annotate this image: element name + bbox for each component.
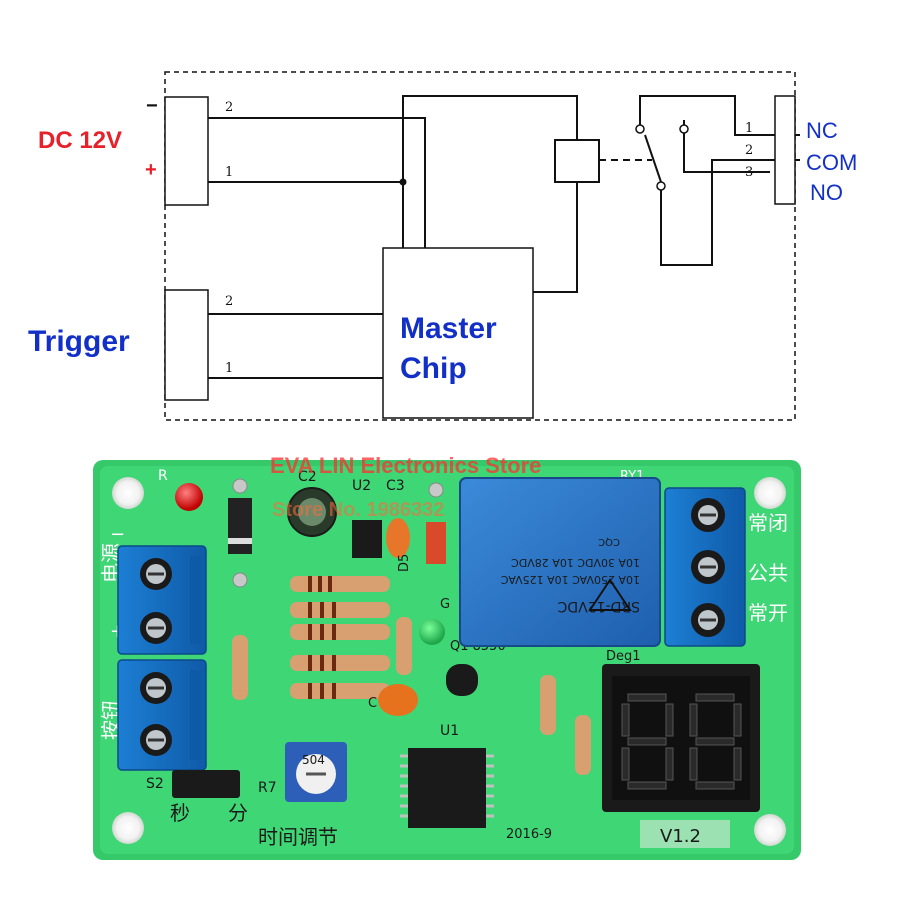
silk-nc: 常闭 — [748, 511, 788, 535]
label-nc: NC — [806, 118, 838, 143]
mount-hole-tl — [112, 477, 144, 509]
pcb-board: − 电源 + 按钮 R C2 U2 C3 — [93, 453, 801, 860]
schematic: − + DC 12V 2 1 Trigger 2 1 Master Chip — [28, 71, 857, 421]
power-connector — [164, 96, 209, 206]
relay-badge: CQC — [598, 536, 620, 547]
ic-u1 — [408, 748, 486, 828]
silk-com: 公共 — [748, 561, 788, 585]
watermark-line-1: EVA LIN Electronics Store — [270, 453, 541, 478]
silk-min: 分 — [228, 801, 248, 825]
mount-hole-bl — [112, 812, 144, 844]
trigger-pin-2: 2 — [225, 294, 233, 309]
mount-hole-tr — [754, 477, 786, 509]
trigger-connector — [164, 289, 209, 401]
silk-r: R — [158, 468, 168, 484]
master-chip-box — [382, 247, 534, 419]
out-pin-1: 1 — [745, 121, 753, 136]
silk-power-minus: − — [110, 524, 125, 545]
diode — [228, 498, 252, 554]
out-pin-3: 3 — [745, 165, 753, 180]
wire-no — [683, 133, 770, 173]
silk-version: V1.2 — [660, 826, 701, 847]
silk-g: G — [440, 597, 450, 612]
ic-u2 — [352, 520, 382, 558]
wire-coil-supply — [402, 95, 578, 182]
power-plus-sign: + — [145, 159, 157, 181]
relay-coil — [554, 139, 600, 183]
diode-d5 — [426, 522, 446, 564]
power-terminal-block — [117, 545, 207, 655]
wire-coil-return — [533, 182, 578, 293]
label-no: NO — [810, 180, 843, 205]
relay-rating-2: 10A 30VDC 10A 28VDC — [511, 556, 640, 569]
silk-date: 2016-9 — [506, 827, 552, 842]
resistor-array — [232, 576, 591, 775]
silk-u2: U2 — [352, 478, 371, 494]
power-pin-1: 1 — [225, 165, 233, 180]
green-led — [419, 619, 445, 645]
silk-c: C — [368, 696, 377, 711]
power-pin-2: 2 — [225, 100, 233, 115]
silk-r7: R7 — [258, 780, 277, 796]
silk-time-adjust: 时间调节 — [258, 825, 338, 849]
module-outline — [164, 71, 796, 421]
power-label: DC 12V — [38, 127, 122, 154]
silk-no: 常开 — [748, 601, 788, 625]
silk-u1: U1 — [440, 723, 459, 739]
contact-nc — [635, 124, 645, 134]
relay-rating-1: 10A 250VAC 10A 125VAC — [500, 573, 640, 586]
wire-power-plus — [208, 181, 404, 248]
trigger-label: Trigger — [28, 325, 130, 358]
wire-com — [660, 159, 800, 266]
silk-c3: C3 — [386, 478, 405, 494]
wire-power-minus — [208, 117, 426, 248]
label-com: COM — [806, 150, 857, 175]
capacitor-c — [378, 684, 418, 716]
contact-com-top — [679, 124, 689, 134]
silk-sec: 秒 — [170, 801, 190, 825]
red-led — [175, 483, 203, 511]
contact-arm-pivot — [656, 181, 666, 191]
capacitor-c3 — [386, 518, 410, 558]
button-terminal-block — [117, 659, 207, 771]
wire-nc — [639, 95, 800, 136]
seven-segment-display — [602, 664, 760, 812]
relay-terminal-block — [664, 487, 746, 647]
master-chip-line1: Master — [400, 312, 497, 345]
out-pin-2: 2 — [745, 143, 753, 158]
silk-d5: D5 — [397, 554, 412, 572]
output-terminal — [774, 95, 796, 205]
watermark-line-2: Store No. 1986332 — [272, 499, 444, 521]
master-chip-line2: Chip — [400, 352, 467, 385]
pot-value: 504 — [302, 753, 325, 767]
power-minus-sign: − — [146, 95, 158, 117]
relay-arm — [644, 134, 662, 183]
mount-hole-br — [754, 814, 786, 846]
transistor-q1 — [446, 664, 478, 696]
silk-s2: S2 — [146, 776, 164, 792]
trigger-pin-1: 1 — [225, 361, 233, 376]
relay: RY1 SRD-12VDC 10A 250VAC 10A 125VAC 10A … — [459, 469, 661, 647]
jumper-s2 — [172, 770, 240, 798]
silk-deg: Deg1 — [606, 649, 641, 664]
silk-c2: C2 — [298, 469, 317, 485]
